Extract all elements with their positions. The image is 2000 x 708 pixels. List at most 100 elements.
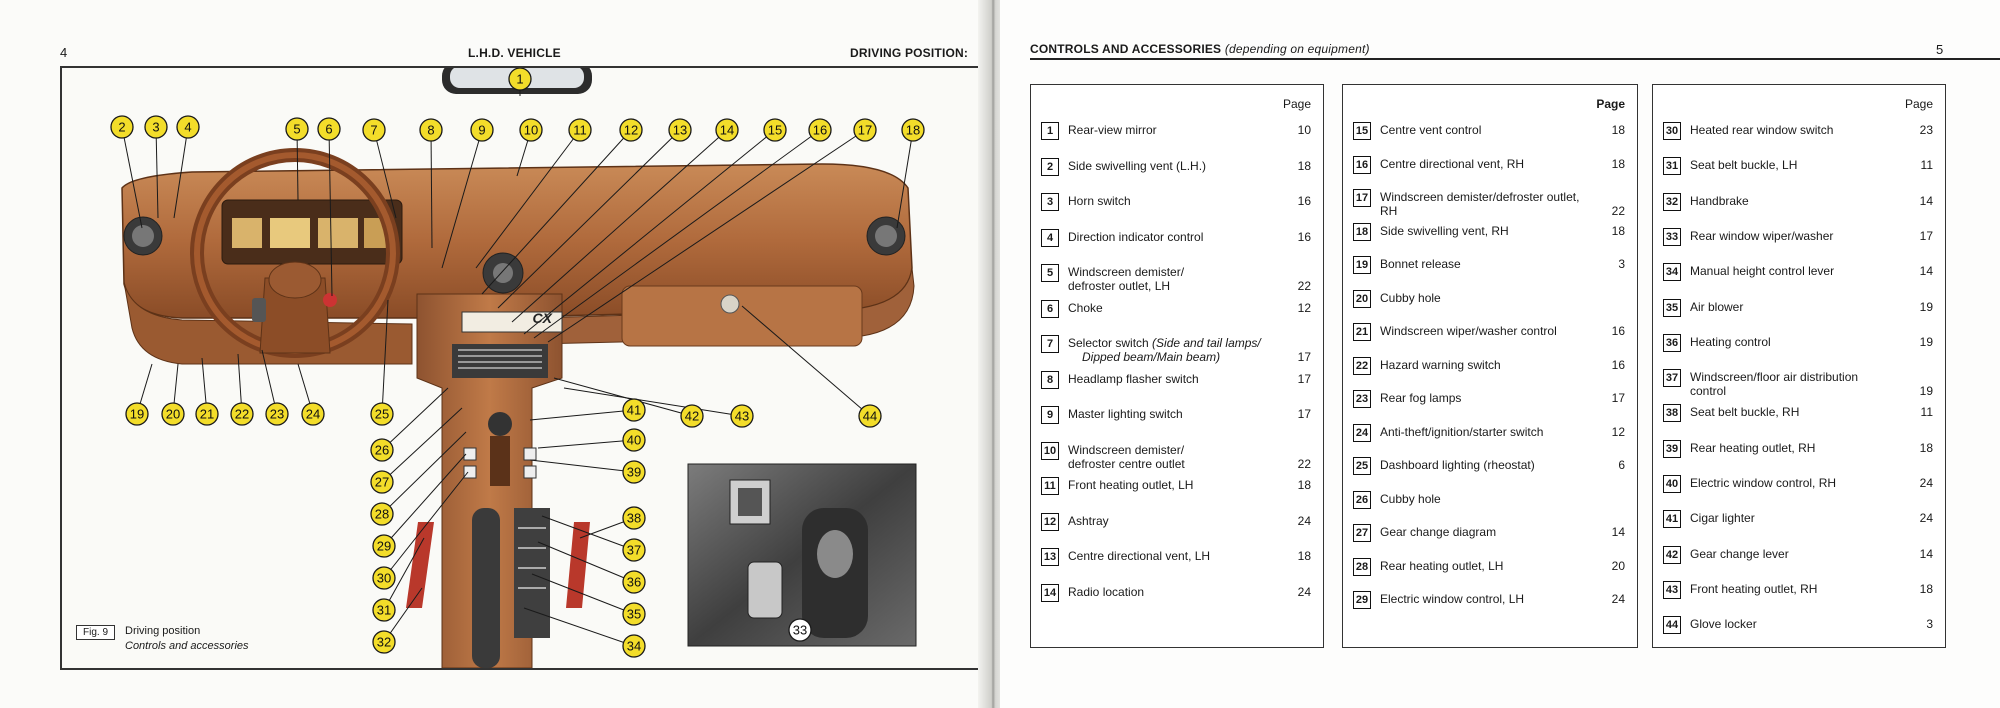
item-description: Bonnet release: [1380, 257, 1461, 271]
item-page: 18: [1611, 156, 1625, 171]
svg-text:32: 32: [377, 635, 391, 650]
callout-leader-16: [533, 129, 821, 339]
item-description: Gear change lever: [1690, 546, 1789, 561]
item-description: Side swivelling vent, RH: [1380, 223, 1509, 238]
item-number: 19: [1353, 256, 1371, 274]
item-description: Horn switch: [1068, 194, 1131, 208]
item-description: Windscreen wiper/washer control: [1380, 324, 1557, 338]
svg-text:35: 35: [627, 607, 641, 622]
item-page: 14: [1919, 193, 1933, 208]
svg-text:20: 20: [166, 407, 180, 422]
callout-leader-36: [537, 541, 635, 583]
callout-24: 24: [301, 402, 325, 426]
item-number: 13: [1041, 548, 1059, 566]
item-description: Headlamp flasher switch: [1068, 371, 1199, 386]
svg-text:8: 8: [427, 123, 434, 138]
svg-text:23: 23: [270, 407, 284, 422]
svg-text:10: 10: [524, 123, 538, 138]
callout-33: 33: [788, 618, 812, 642]
left-page-header-right: DRIVING POSITION:: [850, 46, 969, 60]
item-number: 28: [1353, 557, 1371, 576]
item-page: 18: [1297, 478, 1311, 492]
callout-leader-14: [511, 129, 728, 323]
callout-19: 19: [125, 402, 149, 426]
item-page: 17: [1611, 391, 1625, 405]
callout-12: 12: [619, 118, 643, 142]
svg-text:4: 4: [184, 120, 191, 135]
item-description: Rear heating outlet, RH: [1690, 440, 1816, 455]
svg-text:39: 39: [627, 465, 641, 480]
item-page: 12: [1611, 424, 1625, 439]
callout-leader-13: [497, 129, 681, 309]
callout-leader-31: [383, 537, 425, 611]
callout-leader-4: [173, 126, 189, 219]
item-description: Electric window control, LH: [1380, 592, 1525, 606]
page-column-header: Page: [1282, 97, 1311, 111]
callout-leader-18: [896, 129, 914, 229]
item-number: 41: [1663, 510, 1681, 529]
callout-leader-44: [741, 305, 871, 417]
callout-14: 14: [715, 118, 739, 142]
callout-35: 35: [622, 602, 646, 626]
callout-leader-12: [481, 129, 632, 295]
item-number: 36: [1663, 333, 1681, 352]
left-page-header-center: L.H.D. VEHICLE: [468, 46, 561, 60]
item-description: Windscreen demister/defroster outlet,RH: [1380, 190, 1580, 218]
svg-text:17: 17: [858, 123, 872, 138]
svg-text:33: 33: [793, 623, 807, 638]
callout-27: 27: [370, 470, 394, 494]
item-description: Front heating outlet, LH: [1068, 478, 1194, 492]
svg-text:22: 22: [235, 407, 249, 422]
callout-31: 31: [372, 598, 396, 622]
svg-text:21: 21: [200, 407, 214, 422]
item-description: Manual height control lever: [1690, 264, 1835, 279]
svg-text:18: 18: [906, 123, 920, 138]
item-number: 11: [1041, 477, 1059, 495]
svg-text:15: 15: [768, 123, 782, 138]
item-page: 24: [1297, 513, 1311, 528]
callout-7: 7: [362, 118, 386, 142]
item-page: 18: [1297, 549, 1311, 563]
item-number: 6: [1041, 299, 1059, 318]
callout-leader-15: [523, 129, 776, 335]
item-number: 42: [1663, 545, 1681, 564]
item-description: Centre directional vent, RH: [1380, 156, 1525, 171]
callout-leader-41: [529, 409, 635, 421]
left-page-number: 4: [60, 45, 68, 60]
item-page: 17: [1297, 350, 1311, 364]
item-number: 38: [1663, 404, 1681, 423]
item-number: 7: [1041, 335, 1059, 353]
item-description: Rear-view mirror: [1068, 123, 1157, 137]
item-number: 26: [1353, 490, 1371, 509]
item-description: Direction indicator control: [1068, 229, 1204, 244]
item-page: 3: [1618, 257, 1625, 271]
callout-leader-8: [430, 129, 433, 249]
svg-text:34: 34: [627, 639, 641, 654]
item-page: 24: [1297, 584, 1311, 599]
callout-leader-28: [381, 431, 467, 515]
item-page: 11: [1920, 158, 1933, 173]
callout-11: 11: [568, 118, 592, 142]
item-page: 23: [1919, 123, 1933, 137]
item-number: 32: [1663, 192, 1681, 211]
callout-leader-5: [296, 128, 299, 201]
callout-26: 26: [370, 438, 394, 462]
item-number: 8: [1041, 370, 1059, 389]
item-number: 4: [1041, 228, 1059, 247]
item-number: 25: [1353, 457, 1371, 475]
item-page: 19: [1919, 384, 1933, 399]
svg-text:26: 26: [375, 443, 389, 458]
callout-34: 34: [622, 634, 646, 658]
